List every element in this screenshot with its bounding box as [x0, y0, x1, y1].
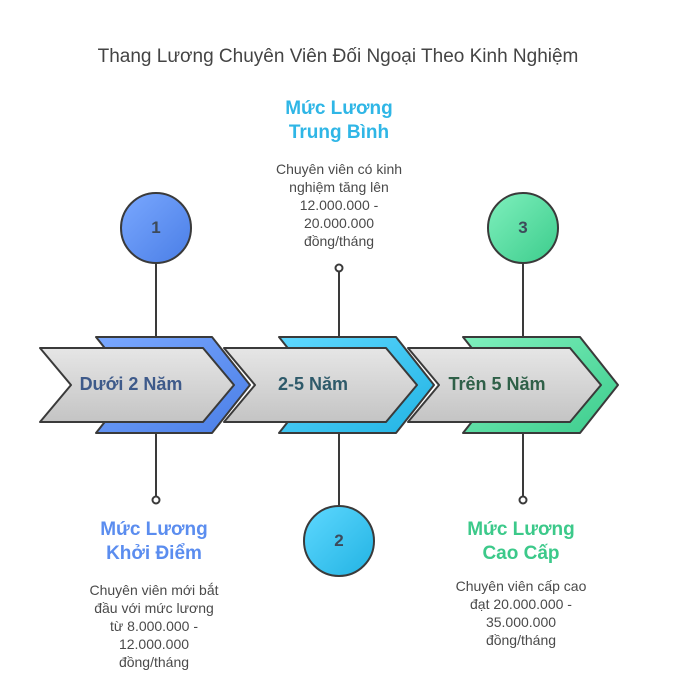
stage-circle-3 — [487, 192, 559, 264]
stage-label-2: 2-5 Năm — [277, 374, 349, 394]
stage-description-3: Chuyên viên cấp cao đạt 20.000.000 - 35.… — [421, 577, 621, 649]
stage-heading-3-line1: Mức Lương — [467, 519, 575, 540]
chevron-front-2 — [223, 347, 418, 423]
stage-heading-2-line1: Mức Lương — [285, 98, 393, 119]
diagram-title: Thang Lương Chuyên Viên Đối Ngoại Theo K… — [97, 46, 579, 67]
connector-dot-3 — [518, 495, 528, 505]
desc-line: 12.000.000 — [118, 636, 190, 652]
desc-line: Chuyên viên mới bắt — [89, 582, 219, 598]
stage-circle-2 — [303, 505, 375, 577]
desc-line: Chuyên viên cấp cao — [455, 578, 587, 594]
desc-line: đồng/tháng — [303, 233, 375, 249]
stage-heading-2: Mức Lương Trung Bình — [239, 97, 439, 145]
desc-line: Chuyên viên có kinh — [275, 161, 403, 177]
stage-heading-3-line2: Cao Cấp — [482, 543, 560, 564]
chevron-front-3 — [407, 347, 602, 423]
stage-heading-1-line1: Mức Lương — [100, 519, 208, 540]
stage-heading-1: Mức Lương Khởi Điểm — [54, 518, 254, 566]
desc-line: nghiệm tăng lên — [289, 179, 389, 195]
desc-line: đạt 20.000.000 - — [470, 596, 572, 612]
stage-circle-1 — [120, 192, 192, 264]
desc-line: 20.000.000 — [303, 215, 375, 231]
desc-line: 12.000.000 - — [299, 197, 379, 213]
desc-line: 35.000.000 — [485, 614, 557, 630]
chevron-front-1 — [39, 347, 235, 423]
desc-line: đồng/tháng — [485, 632, 557, 648]
stage-number-3: 3 — [518, 218, 528, 237]
stage-number-2: 2 — [334, 531, 344, 550]
stage-number-1: 1 — [151, 218, 161, 237]
desc-line: đầu với mức lương — [94, 600, 214, 616]
connector-dot-1 — [151, 495, 161, 505]
stage-heading-2-line2: Trung Bình — [288, 122, 390, 143]
stage-heading-3: Mức Lương Cao Cấp — [421, 518, 621, 566]
stage-description-2: Chuyên viên có kinh nghiệm tăng lên 12.0… — [239, 160, 439, 250]
stage-label-1: Dưới 2 Năm — [79, 374, 183, 394]
desc-line: từ 8.000.000 - — [110, 618, 198, 634]
stage-description-1: Chuyên viên mới bắt đầu với mức lương từ… — [54, 581, 254, 671]
stage-heading-1-line2: Khởi Điểm — [106, 543, 202, 564]
connector-dot-2 — [334, 263, 344, 273]
stage-label-3: Trên 5 Năm — [448, 374, 546, 394]
desc-line: đồng/tháng — [118, 654, 190, 670]
